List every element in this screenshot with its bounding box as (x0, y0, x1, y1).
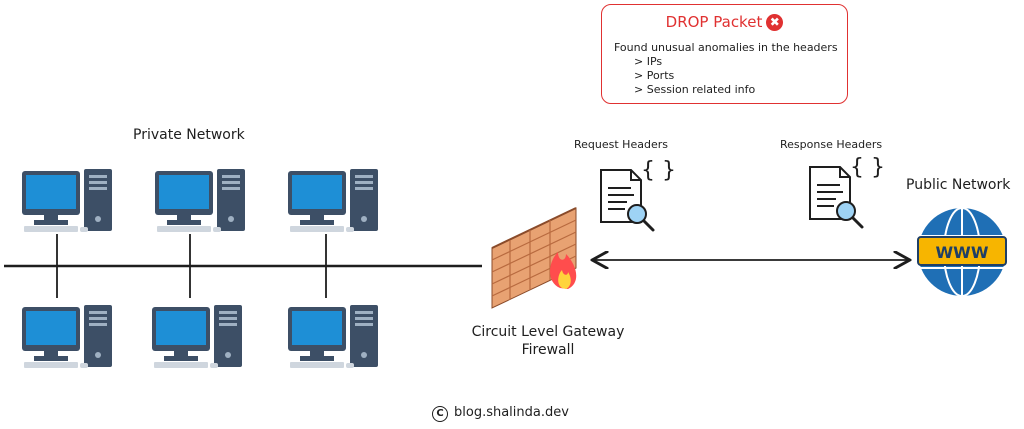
www-banner-text: WWW (935, 243, 989, 262)
firewall-label-line2: Firewall (521, 342, 575, 358)
public-network-label: Public Network (906, 177, 1011, 193)
drop-item-ports: > Ports (634, 69, 675, 82)
close-circle-icon: ✖ (766, 14, 784, 31)
drop-packet-alert-box: DROP Packet✖ Found unusual anomalies in … (601, 4, 848, 104)
firewall-label-line1: Circuit Level Gateway (471, 324, 625, 340)
private-network-label: Private Network (133, 127, 245, 143)
desktop-computer-icon (22, 305, 112, 368)
desktop-computer-icon (152, 305, 242, 368)
drop-description: Found unusual anomalies in the headers (614, 41, 838, 54)
request-braces-icon: { } (641, 158, 676, 183)
desktop-computer-icon (155, 169, 245, 232)
drop-item-ips: > IPs (634, 55, 663, 68)
desktop-computer-icon (22, 169, 112, 232)
copyright-icon: C (432, 406, 448, 422)
drop-packet-label: DROP Packet (665, 13, 763, 31)
drop-item-session: > Session related info (634, 83, 756, 96)
globe-www-icon (917, 207, 1007, 297)
drop-packet-title: DROP Packet✖ (602, 13, 847, 31)
brick-firewall-icon (491, 207, 577, 309)
response-braces-icon: { } (850, 155, 885, 180)
desktop-computer-icon (288, 305, 378, 368)
desktop-computer-icon (288, 169, 378, 232)
response-headers-label: Response Headers (780, 138, 883, 151)
firewall-label: Circuit Level Gateway Firewall (448, 323, 648, 359)
request-headers-label: Request Headers (574, 138, 668, 151)
site-name: blog.shalinda.dev (454, 405, 569, 420)
